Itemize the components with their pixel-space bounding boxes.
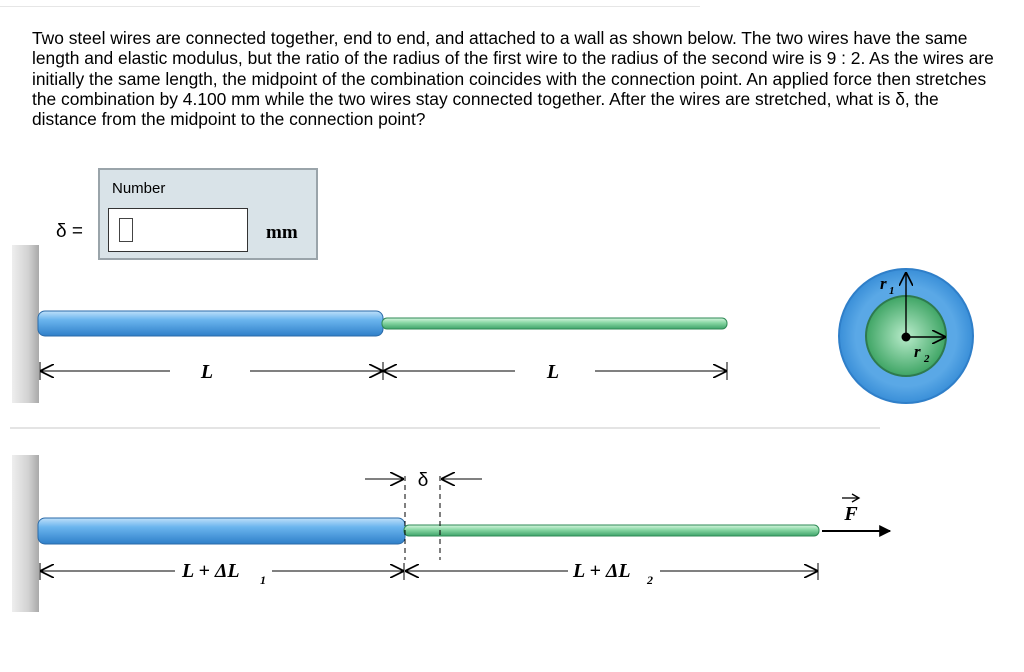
bottom-dimension-line [39, 563, 819, 580]
bottom-length-subscript-2: 2 [646, 573, 653, 587]
answer-box: Number mm [98, 168, 318, 260]
question-text: Two steel wires are connected together, … [32, 28, 994, 130]
bottom-wire-1 [37, 517, 406, 545]
radius2-label: r [914, 342, 921, 361]
delta-symbol-label: δ [418, 470, 429, 491]
top-length-label-1: L [200, 361, 213, 383]
delta-answer-label: δ = [56, 221, 83, 242]
radius2-subscript: 2 [923, 353, 930, 365]
top-wire-2 [381, 317, 728, 330]
top-dimension-line [39, 362, 728, 380]
bottom-length-label-1: L + ΔL [181, 560, 240, 582]
bottom-wire-2 [403, 524, 820, 537]
number-label: Number [112, 180, 166, 197]
force-vector-arrow [842, 493, 861, 503]
number-input[interactable] [108, 208, 248, 252]
radius1-label: r [880, 274, 887, 293]
radius1-subscript: 1 [889, 285, 895, 297]
top-wall [12, 245, 39, 403]
top-wire-1 [37, 310, 384, 337]
top-divider [0, 0, 700, 7]
bottom-length-subscript-1: 1 [260, 573, 266, 587]
bottom-wall [12, 455, 39, 612]
delta-dimension [365, 476, 482, 560]
bottom-length-label-2: L + ΔL [572, 560, 631, 582]
force-label: F [843, 503, 858, 525]
top-length-label-2: L [546, 361, 559, 383]
unit-label: mm [266, 222, 298, 243]
input-cursor-box [119, 218, 133, 242]
